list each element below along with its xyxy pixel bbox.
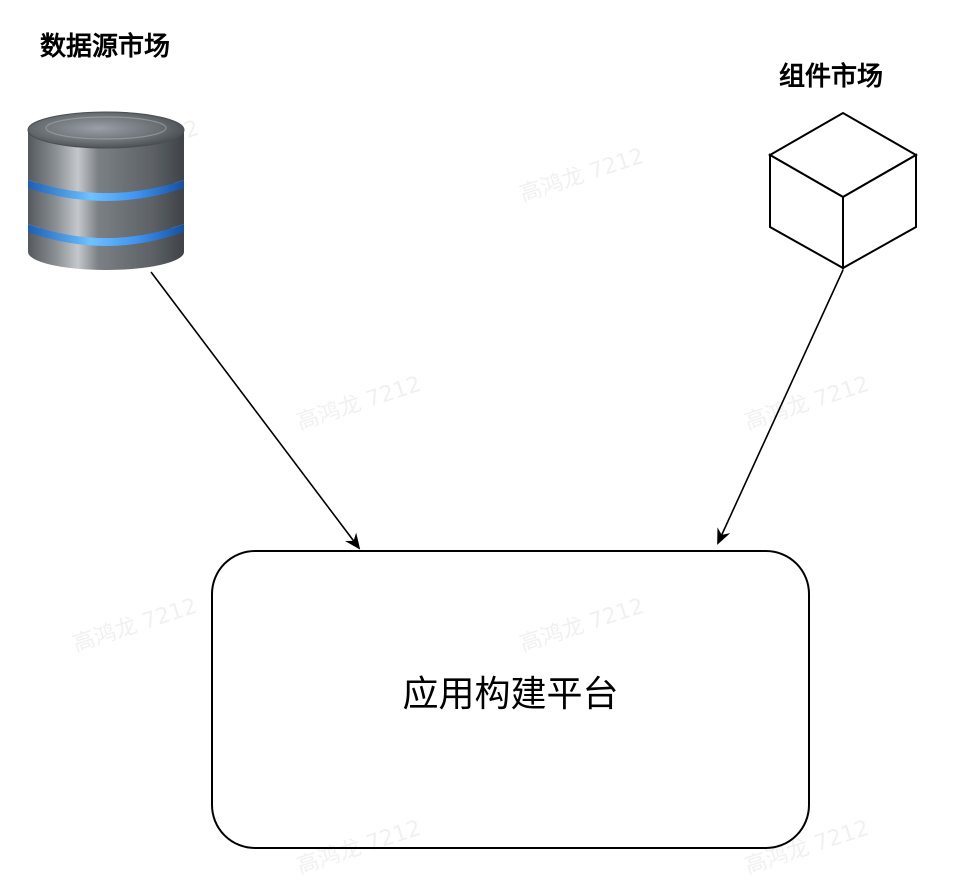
platform-label: 应用构建平台 xyxy=(402,673,619,715)
component-market-label: 组件市场 xyxy=(779,62,884,92)
datasource-market-label: 数据源市场 xyxy=(40,32,171,62)
platform-node: 应用构建平台 xyxy=(211,550,810,849)
edge-component-to-platform xyxy=(717,269,844,545)
edge-datasource-to-platform xyxy=(150,271,361,550)
